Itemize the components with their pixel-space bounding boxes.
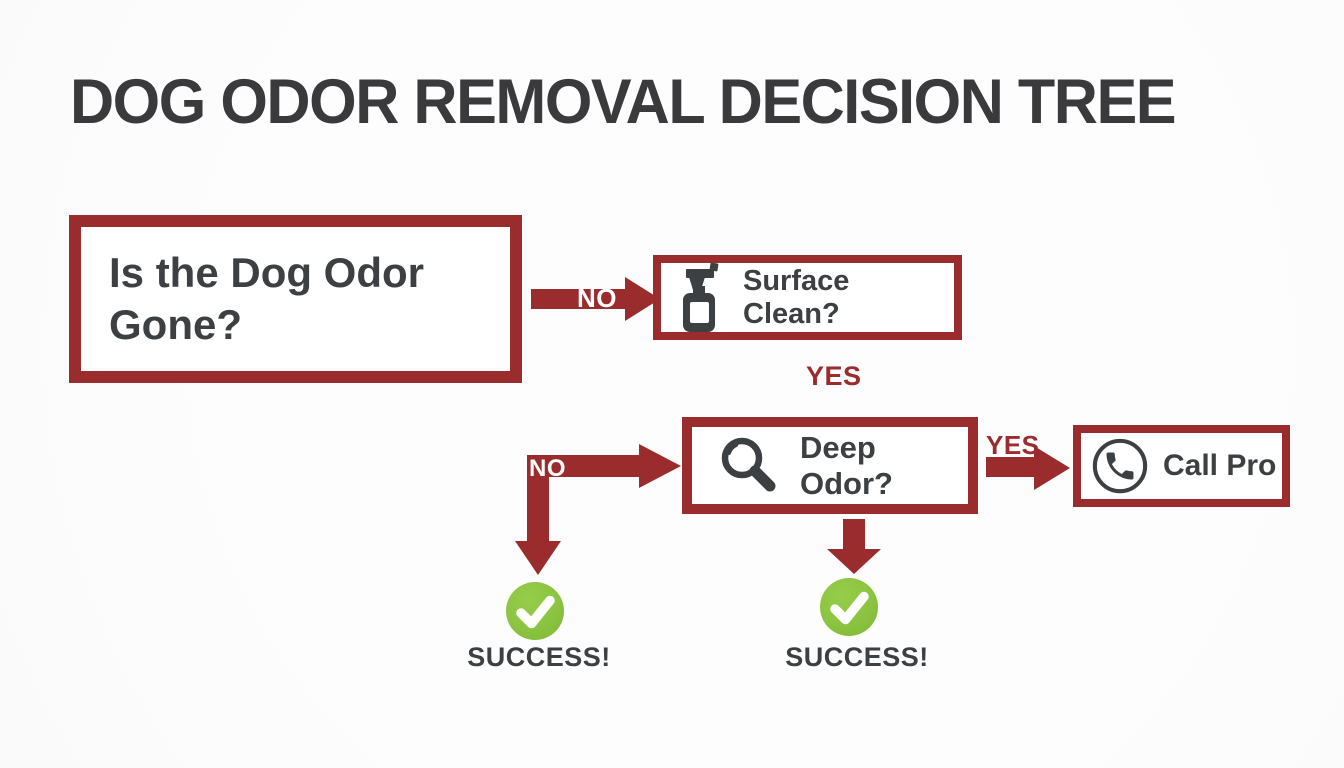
- node-callpro-label: Call Pro: [1163, 449, 1277, 482]
- node-surface-clean: Surface Clean?: [653, 255, 962, 340]
- success-badge-right: [820, 578, 878, 636]
- page-title: DOG ODOR REMOVAL DECISION TREE: [70, 67, 1177, 137]
- edge-label-no-1: NO: [577, 283, 617, 313]
- node-surface-label: Surface Clean?: [743, 264, 850, 330]
- magnifying-glass-icon: [721, 437, 776, 491]
- down-arrow-icon: [827, 519, 881, 574]
- success-label-left: SUCCESS!: [467, 642, 611, 672]
- node-root-question: Is the Dog Odor Gone?: [69, 215, 522, 383]
- checkmark-icon: [516, 595, 555, 629]
- edge-label-no-2: NO: [529, 455, 566, 482]
- node-root-label: Is the Dog Odor Gone?: [109, 248, 424, 348]
- phone-icon: [1092, 438, 1148, 494]
- edge-label-yes-1: YES: [806, 361, 862, 391]
- edge-label-yes-2: YES: [986, 430, 1040, 460]
- node-call-pro: Call Pro: [1073, 425, 1290, 507]
- spray-bottle-icon: [683, 262, 719, 332]
- success-label-right: SUCCESS!: [785, 642, 929, 672]
- success-badge-left: [506, 582, 564, 640]
- arrow-deep-to-success: [825, 519, 883, 575]
- node-deep-odor: Deep Odor?: [682, 417, 978, 514]
- checkmark-icon: [830, 591, 869, 625]
- node-deep-label: Deep Odor?: [800, 429, 893, 501]
